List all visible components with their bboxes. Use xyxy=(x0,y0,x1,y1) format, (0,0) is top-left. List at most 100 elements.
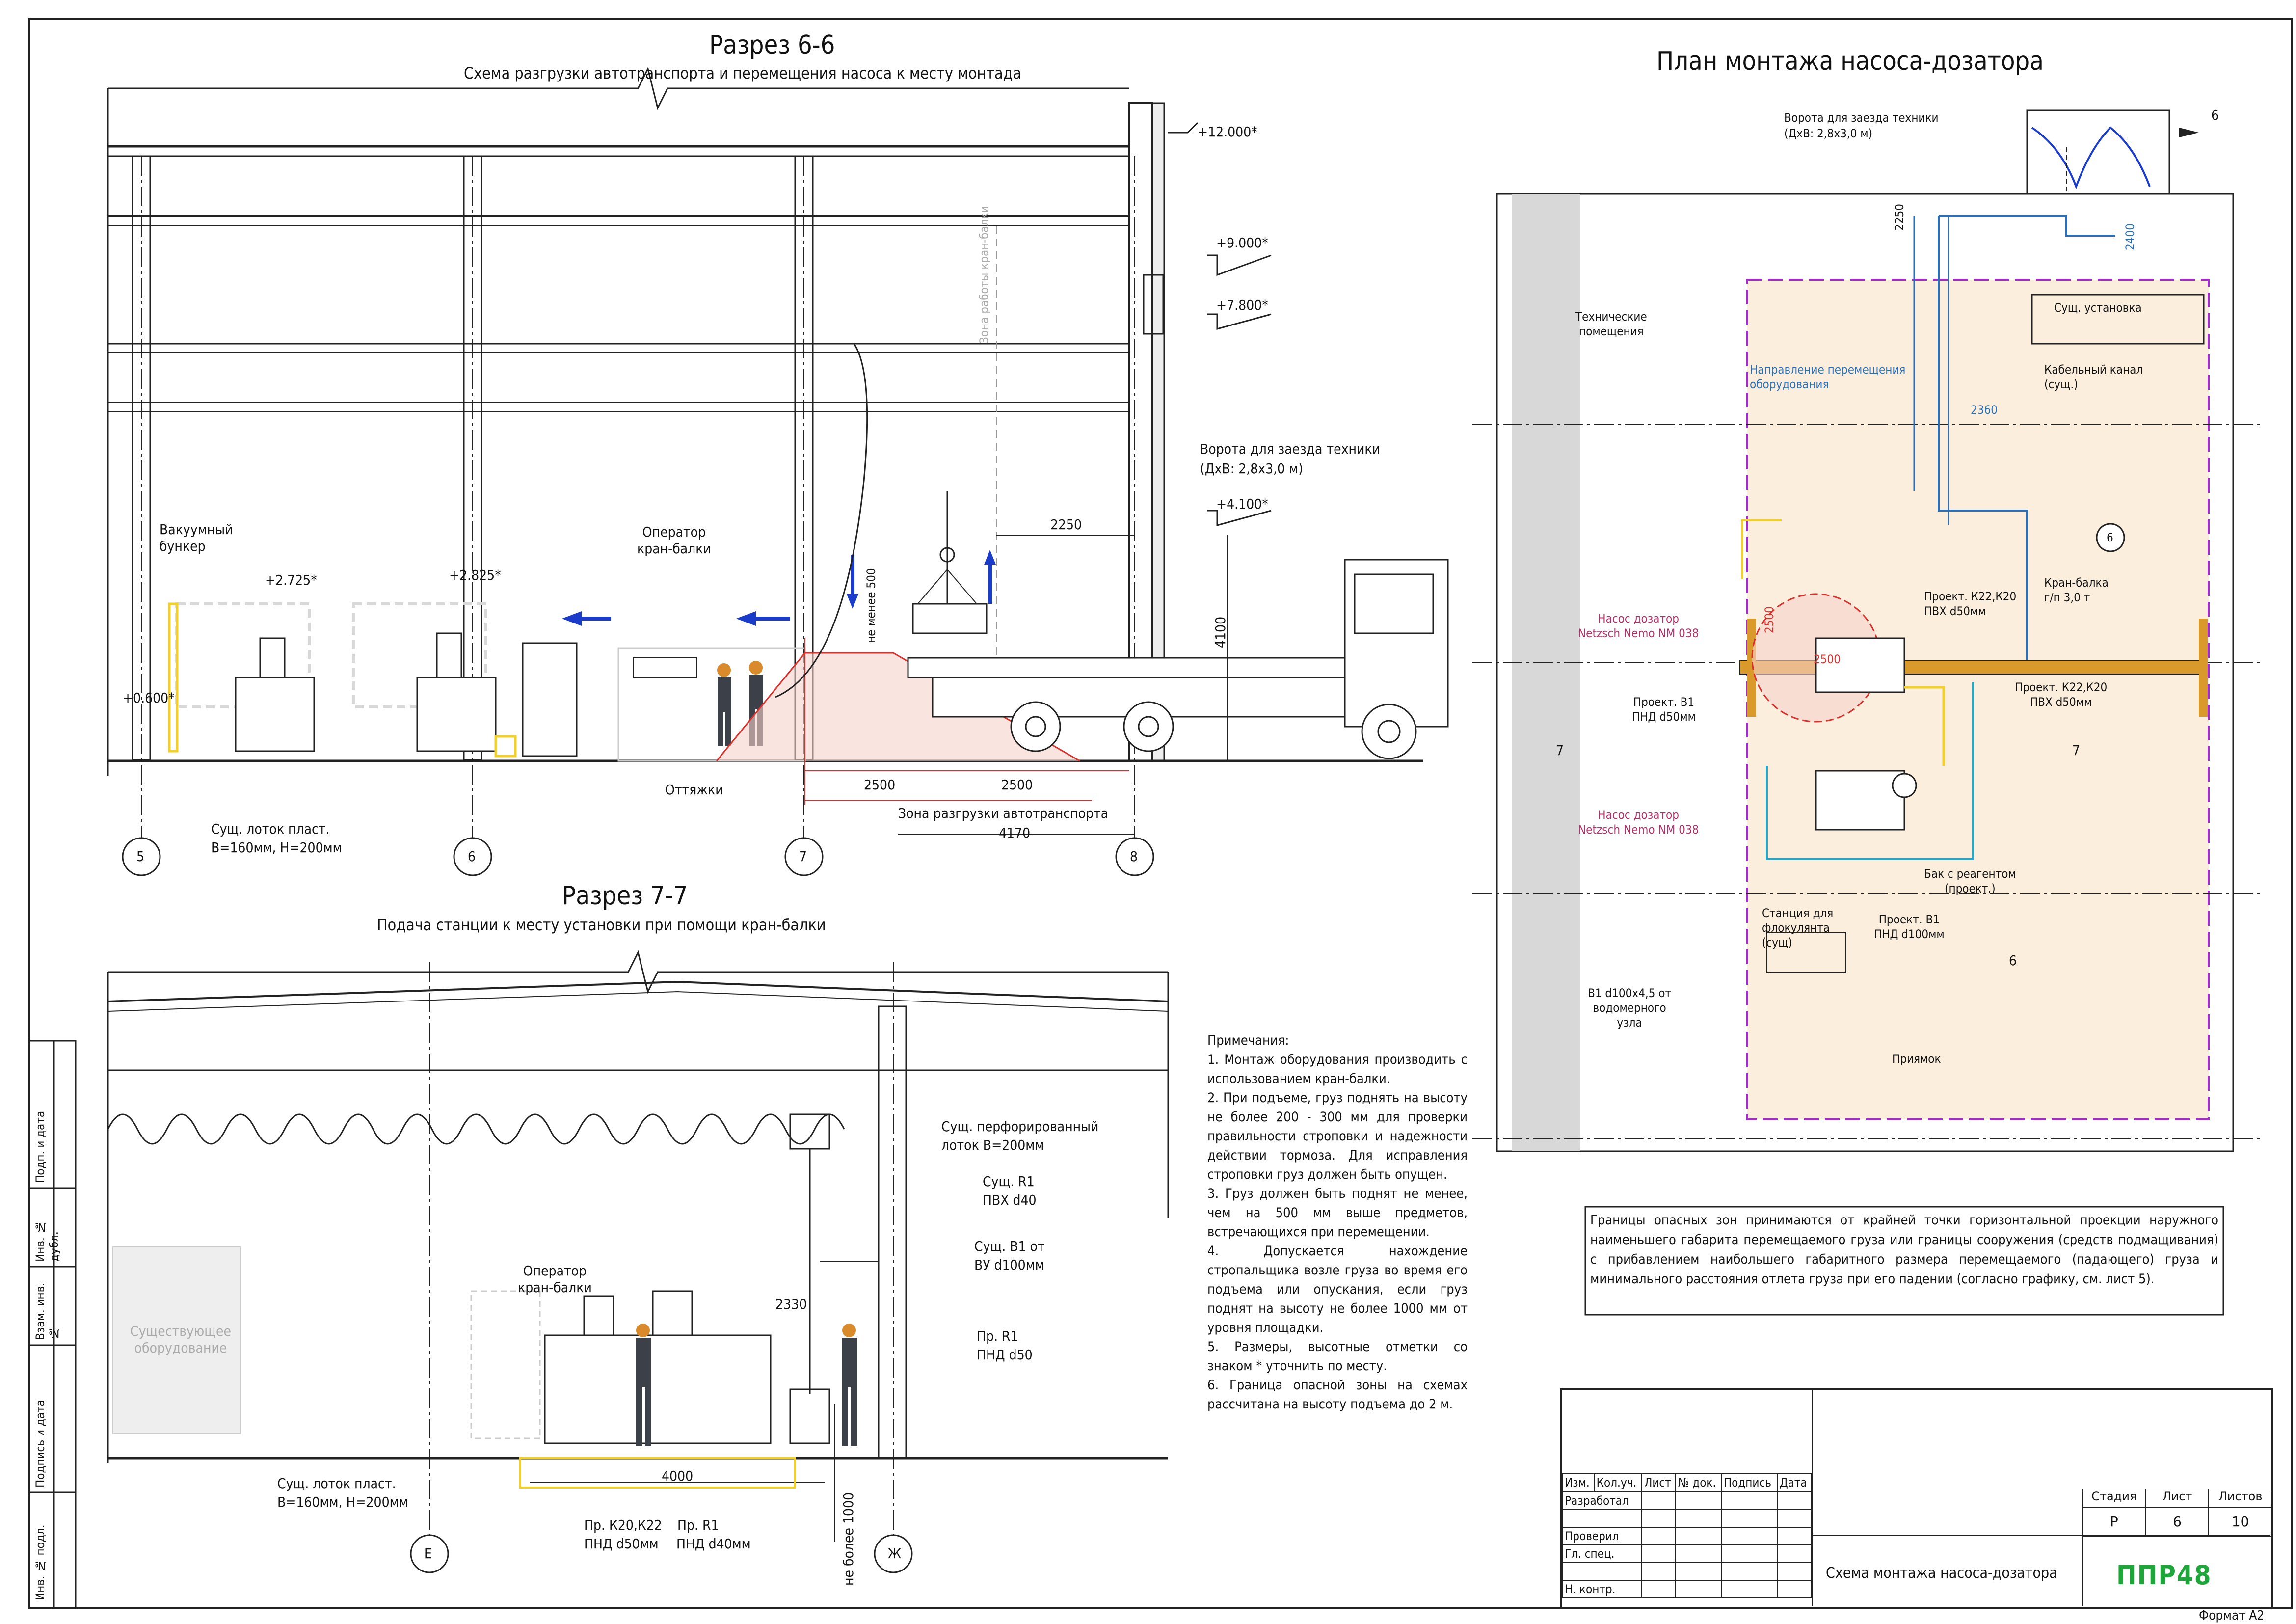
section-7-7-title: Разрез 7-7 xyxy=(562,881,688,911)
pipes-r1-size: ПНД d40мм xyxy=(676,1536,751,1552)
tech-rooms-label: Технические помещения xyxy=(1575,310,1647,338)
dim-2500-b: 2500 xyxy=(1001,777,1033,793)
crane-rail-corrugated xyxy=(107,1113,845,1145)
pit-label: Приямок xyxy=(1892,1052,1941,1066)
movement-direction-label: Направление перемещения оборудования xyxy=(1750,363,1906,391)
title-block: Изм. Кол.уч. Лист № док. Подпись Дата Ра… xyxy=(1561,1390,2271,1607)
pump-1-label: Насос дозатор Netzsch Nemo NM 038 xyxy=(1578,612,1699,640)
plan-dim-2500-b: 2500 xyxy=(1814,652,1841,666)
cable-channel-label: Кабельный канал (сущ.) xyxy=(2044,363,2143,391)
elevation-2725: +2.725* xyxy=(265,572,317,588)
row-chief: Гл. спец. xyxy=(1561,1544,1643,1563)
guys-label: Оттяжки xyxy=(665,782,723,798)
gate-size: (ДхВ: 2,8х3,0 м) xyxy=(1200,460,1304,477)
k22-k20-label-a: Проект. К22,К20 ПВХ d50мм xyxy=(1924,590,2017,618)
existing-equipment-hatch xyxy=(112,1246,241,1434)
crane-operator-label-77: Оператор кран-балки xyxy=(518,1263,592,1296)
b1-d50-label: Проект. В1 ПНД d50мм xyxy=(1632,695,1696,724)
axis-5: 5 xyxy=(136,848,145,865)
col-koluch: Кол.уч. xyxy=(1593,1473,1643,1492)
gate xyxy=(2026,109,2170,195)
cut-7-left: 7 xyxy=(1556,742,1564,758)
col-podpis: Подпись xyxy=(1720,1473,1778,1492)
revision-table: Изм. Кол.уч. Лист № док. Подпись Дата Ра… xyxy=(1561,1473,1813,1598)
cut-7-right: 7 xyxy=(2072,742,2081,758)
perforated-tray-label: Сущ. перфорированный xyxy=(941,1118,1099,1135)
note-item-3: 3. Груз должен быть поднят не менее, чем… xyxy=(1207,1186,1468,1240)
cut-6-top: 6 xyxy=(2211,107,2219,123)
existing-equipment-unit-2 xyxy=(352,602,517,758)
stage-header: Стадия xyxy=(2083,1489,2146,1507)
side-stamp-5: Инв. № подл. xyxy=(33,1524,47,1600)
side-stamp-2: Инв. № дубл. xyxy=(33,1220,61,1262)
plan-gate-label: Ворота для заезда техники xyxy=(1784,111,1939,125)
col-data: Дата xyxy=(1776,1473,1813,1492)
pr-r1-label: Пр. R1 xyxy=(977,1328,1018,1344)
pr-r1-size: ПНД d50 xyxy=(977,1347,1033,1363)
crane-zone-label: Зона работы кран-балки xyxy=(977,206,991,344)
notes-heading: Примечания: xyxy=(1207,1033,1289,1048)
notes-block: Примечания: 1. Монтаж оборудования произ… xyxy=(1207,1031,1468,1414)
company-logo: ППР48 xyxy=(2116,1560,2212,1591)
sheets-value: 10 xyxy=(2231,1514,2249,1530)
plan-gate-size: (ДхВ: 2,8х3,0 м) xyxy=(1784,127,1873,140)
plan-drawing xyxy=(1472,109,2263,1152)
dim-2250: 2250 xyxy=(1050,516,1082,533)
sheets-header: Листов xyxy=(2218,1489,2263,1503)
elevation-7800: +7.800* xyxy=(1216,297,1268,313)
stage-value: Р xyxy=(2083,1508,2146,1536)
title-block-frame xyxy=(1560,1388,2273,1609)
side-stamp-frame xyxy=(28,1040,77,1609)
crane-beam-label: Кран-балка г/п 3,0 т xyxy=(2044,576,2109,604)
note-item-6: 6. Граница опасной зоны на схемах рассчи… xyxy=(1207,1378,1468,1412)
col-izm: Изм. xyxy=(1562,1473,1595,1492)
row-developed: Разработал xyxy=(1561,1491,1643,1510)
b1-size: ВУ d100мм xyxy=(974,1257,1044,1273)
gate-label: Ворота для заезда техники xyxy=(1200,441,1380,457)
danger-zone-note: Границы опасных зон принимаются от крайн… xyxy=(1590,1213,2218,1287)
plan-dim-2400: 2400 xyxy=(2123,223,2137,250)
side-stamp-4: Подпись и дата xyxy=(33,1400,47,1488)
axis-e: Е xyxy=(424,1545,432,1562)
section-7-7-drawing xyxy=(107,950,1169,1573)
tray-label: Сущ. лоток пласт. xyxy=(211,821,330,837)
axis-6: 6 xyxy=(468,848,476,865)
elevation-2825: +2.825* xyxy=(449,567,501,583)
stage-sheet-block: Стадия Лист Листов Р 6 10 xyxy=(2082,1489,2271,1537)
plan-dim-2500-a: 2500 xyxy=(1762,606,1776,633)
existing-installation-label: Сущ. установка xyxy=(2054,301,2142,315)
plan-dim-2250: 2250 xyxy=(1893,204,1906,231)
row-checked: Проверил xyxy=(1561,1527,1643,1545)
cut-6-bottom: 6 xyxy=(2009,952,2017,969)
pump-2-label: Насос дозатор Netzsch Nemo NM 038 xyxy=(1578,808,1699,837)
section-7-7-subtitle: Подача станции к месту установки при пом… xyxy=(377,916,826,934)
section-6-6-subtitle: Схема разгрузки автотранспорта и перемещ… xyxy=(464,64,1022,82)
col-list: Лист xyxy=(1641,1473,1676,1492)
sheet-frame xyxy=(28,18,2293,1609)
vacuum-bunker-label: Вакуумный бункер xyxy=(160,521,233,554)
max-1000-label: не более 1000 xyxy=(840,1492,856,1586)
section-6-6-title: Разрез 6-6 xyxy=(709,30,835,60)
door xyxy=(522,642,578,757)
r1-label: Сущ. R1 xyxy=(983,1173,1035,1190)
tech-rooms-fill xyxy=(1512,194,1580,1151)
dim-2330: 2330 xyxy=(775,1296,807,1312)
note-item-1: 1. Монтаж оборудования производить с исп… xyxy=(1207,1052,1468,1086)
existing-equipment-label: Существующее оборудование xyxy=(130,1323,231,1356)
r1-size: ПВХ d40 xyxy=(983,1192,1037,1208)
axis-7: 7 xyxy=(799,848,807,865)
format-label: Формат А2 xyxy=(2199,1608,2265,1623)
pipes-k20-label: Пр. К20,К22 xyxy=(584,1517,662,1533)
note-item-2: 2. При подъеме, груз поднять на высоту н… xyxy=(1207,1090,1468,1182)
axis-zh: Ж xyxy=(888,1545,902,1562)
elevation-4100: +4.100* xyxy=(1216,496,1268,512)
pipes-r1-label: Пр. R1 xyxy=(677,1517,719,1533)
b1-d100-label: Проект. В1 ПНД d100мм xyxy=(1874,913,1945,941)
row-norm-control: Н. контр. xyxy=(1561,1580,1643,1598)
min-500-label: не менее 500 xyxy=(864,568,878,643)
section-6-6-drawing xyxy=(107,66,1449,876)
side-stamp-3: Взам. инв. № xyxy=(33,1282,61,1340)
sheet-value: 6 xyxy=(2146,1508,2210,1536)
